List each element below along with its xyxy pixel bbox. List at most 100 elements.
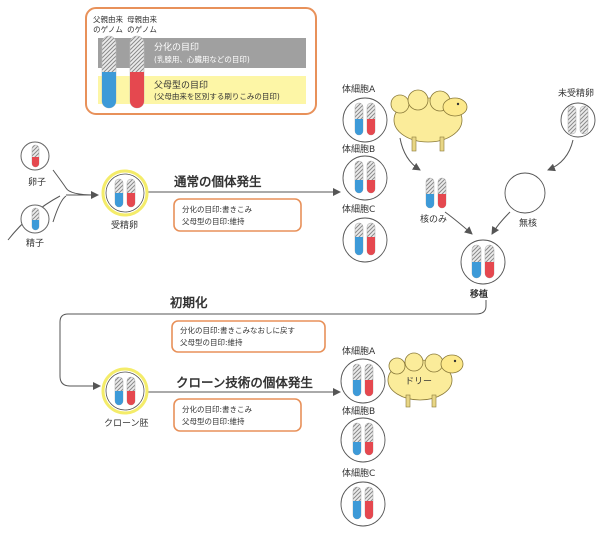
somatic-cell-b: 体細胞B	[342, 143, 388, 201]
donor-sheep-eye	[456, 102, 460, 106]
clone-somatic-a-label: 体細胞A	[342, 345, 376, 357]
somatic-cell-c: 体細胞C	[342, 203, 388, 263]
clone-somatic-c-label: 体細胞C	[342, 467, 375, 479]
transplant-label: 移植	[470, 288, 488, 300]
paternal-genome-label-2: のゲノム	[93, 25, 123, 34]
parental-mark-label: 父母型の目印	[154, 79, 208, 91]
normal-development-label: 通常の個体発生	[174, 174, 262, 189]
normal-box-line-2: 父母型の目印:維持	[182, 216, 245, 226]
egg: 卵子	[20, 141, 50, 188]
clone-embryo: クローン胚	[101, 367, 149, 429]
nucleus-only-label: 核のみ	[420, 213, 447, 225]
unfertilized-egg-label: 未受精卵	[558, 87, 594, 99]
clone-box-frame	[173, 398, 302, 432]
nucleus-only: 核のみ	[420, 177, 447, 225]
enucleated-to-transplant-arrow	[491, 211, 511, 235]
transplant-cell	[460, 239, 506, 285]
egg-to-merge-line	[52, 169, 96, 196]
clone-somatic-cell-c: 体細胞C	[340, 467, 386, 527]
dolly-sheep-head	[440, 354, 464, 374]
reset-box-line-2: 父母型の目印:維持	[180, 337, 243, 347]
fertilized-egg-ring	[101, 169, 149, 217]
legend-paternal-color	[102, 72, 116, 108]
sperm-label: 精子	[26, 237, 44, 249]
nucleus-to-transplant-arrow	[444, 211, 473, 235]
clone-somatic-a-cell	[340, 358, 386, 404]
somatic-a-maternal-color	[367, 119, 375, 135]
donor-sheep-head	[442, 97, 468, 117]
normal-box: 分化の目印:書きこみ 父母型の目印:維持	[173, 198, 302, 232]
dolly-sheep-leg-2	[431, 394, 437, 408]
dolly-sheep-wool-1	[388, 357, 406, 375]
clone-somatic-b-paternal-color	[353, 442, 361, 455]
dolly-sheep: ドリー	[387, 352, 464, 408]
somatic-b-cell	[342, 155, 388, 201]
clone-somatic-cell-b: 体細胞B	[340, 405, 386, 463]
clone-somatic-b-label: 体細胞B	[342, 405, 375, 417]
egg-chromosome-red	[32, 157, 39, 167]
transplant: 移植	[460, 239, 506, 300]
donor-sheep	[390, 89, 468, 152]
donor-sheep-leg-2	[439, 136, 445, 152]
fertilized-egg-label: 受精卵	[111, 219, 138, 231]
sperm-to-merge-line	[52, 195, 67, 223]
somatic-c-cell	[342, 217, 388, 263]
paternal-genome-label: 父親由来	[93, 14, 123, 24]
normal-box-frame	[173, 198, 302, 232]
somatic-b-label: 体細胞B	[342, 143, 375, 155]
somatic-a-cell	[342, 97, 388, 143]
somatic-b-paternal-color	[355, 180, 363, 193]
somatic-a-label: 体細胞A	[342, 83, 376, 95]
clone-box-line-2: 父母型の目印:維持	[182, 416, 245, 426]
clone-somatic-a-maternal-color	[365, 380, 373, 396]
fertilized-egg-cell	[105, 173, 145, 213]
somatic-c-maternal-color	[367, 237, 375, 255]
clone-somatic-c-paternal-color	[353, 501, 361, 519]
nucleus-extraction-arrow	[399, 137, 421, 171]
reprogramming-label: 初期化	[170, 295, 208, 310]
differentiation-mark-note: (乳腺用、心臓用などの目印)	[154, 54, 250, 64]
reprogramming-path	[59, 300, 487, 390]
fertilized-egg: 受精卵	[101, 169, 149, 231]
dolly-sheep-wool-2	[404, 352, 424, 372]
unfertilized-egg-cell	[560, 102, 596, 138]
donor-sheep-wool-2	[407, 89, 429, 111]
transplant-maternal-color	[485, 262, 494, 278]
clone-embryo-label: クローン胚	[104, 418, 149, 429]
nucleus-maternal-color	[438, 194, 446, 208]
parental-mark-note: (父母由来を区別する刷りこみの目印)	[154, 91, 280, 101]
dolly-label: ドリー	[405, 377, 432, 387]
fertilized-paternal-color	[115, 193, 123, 207]
clone-somatic-c-cell	[340, 481, 386, 527]
reset-box: 分化の目印:書きこみなおしに戻す 父母型の目印:維持	[171, 320, 326, 353]
unfertilized-chromosome-1	[567, 105, 577, 135]
dolly-sheep-leg-1	[405, 394, 411, 408]
nucleus-paternal-color	[426, 194, 434, 208]
dolly-sheep-eye	[453, 359, 457, 363]
reset-box-frame	[171, 320, 326, 353]
dolly-sheep-wool-3	[424, 353, 444, 373]
enucleation-arrow	[547, 139, 574, 172]
maternal-genome-label-2: のゲノム	[127, 25, 157, 34]
fertilized-maternal-color	[127, 193, 135, 207]
clone-somatic-b-maternal-color	[365, 442, 373, 455]
maternal-genome-label: 母親由来	[127, 14, 157, 24]
unfertilized-chromosome-2	[579, 105, 589, 135]
clone-development-label: クローン技術の個体発生	[176, 375, 313, 390]
clone-embryo-ring	[101, 367, 149, 415]
clone-paternal-color	[115, 391, 123, 405]
clone-maternal-color	[127, 391, 135, 405]
donor-sheep-leg-1	[411, 136, 417, 152]
egg-label: 卵子	[28, 177, 46, 188]
normal-box-line-1: 分化の目印:書きこみ	[182, 204, 253, 214]
flow-arrows	[7, 137, 574, 396]
clone-box-line-1: 分化の目印:書きこみ	[182, 404, 253, 414]
clone-box: 分化の目印:書きこみ 父母型の目印:維持	[173, 398, 302, 432]
sperm: 精子	[20, 204, 50, 249]
unfertilized-egg: 未受精卵	[558, 87, 596, 138]
somatic-cell-a: 体細胞A	[342, 83, 388, 143]
clone-somatic-a-paternal-color	[353, 380, 361, 396]
clone-somatic-c-maternal-color	[365, 501, 373, 519]
enucleated-egg: 無核	[504, 172, 546, 229]
